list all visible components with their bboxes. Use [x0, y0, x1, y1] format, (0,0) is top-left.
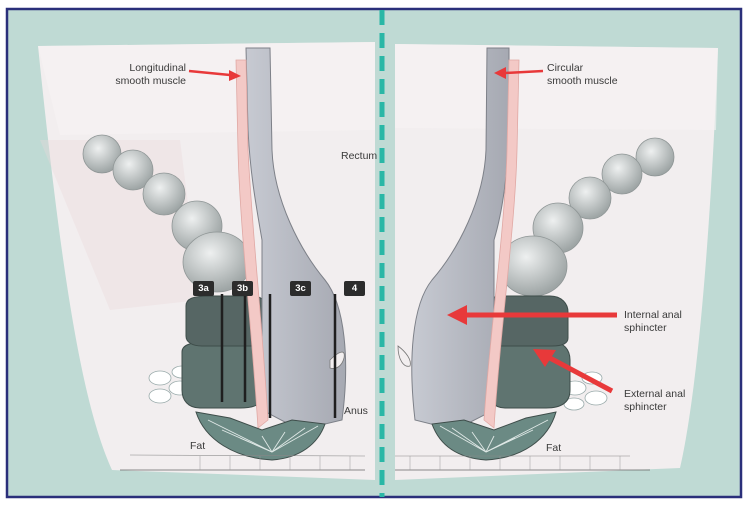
tear-grade-4-tag: 4: [344, 281, 365, 296]
tear-grade-3a-tag: 3a: [193, 281, 214, 296]
label-fat-left: Fat: [190, 440, 205, 453]
right-panel: [395, 44, 718, 480]
tear-grade-3c-tag: 3c: [290, 281, 311, 296]
label-external-sphincter: External anal sphincter: [624, 388, 685, 414]
label-fat-right: Fat: [546, 442, 561, 455]
tear-grade-3b-tag: 3b: [232, 281, 253, 296]
label-internal-sphincter: Internal anal sphincter: [624, 309, 682, 335]
label-anus: Anus: [344, 405, 368, 418]
label-circular-muscle: Circular smooth muscle: [547, 62, 618, 88]
label-rectum: Rectum: [341, 150, 377, 163]
label-longitudinal-muscle: Longitudinal smooth muscle: [92, 62, 186, 88]
